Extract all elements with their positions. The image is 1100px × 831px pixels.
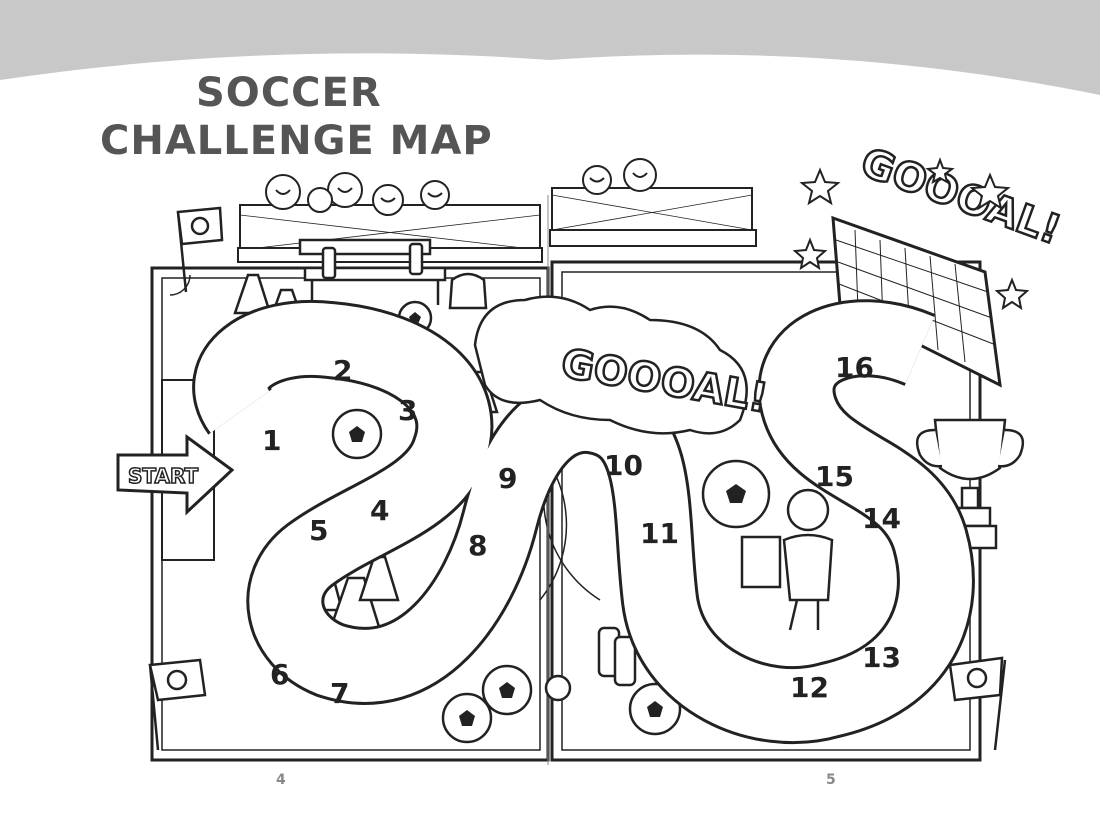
- space-13: 13: [862, 641, 901, 674]
- soccer-goal-icon: [831, 215, 1002, 388]
- goal-burst-cloud: [473, 295, 748, 435]
- star-icon: [792, 157, 1030, 311]
- water-bottle-icon: [597, 626, 637, 687]
- start-arrow: START: [116, 434, 235, 516]
- smiley-flag-icon: [948, 656, 1007, 751]
- page-title-line-1: SOCCER: [196, 70, 382, 116]
- space-9: 9: [498, 462, 517, 495]
- space-10: 10: [604, 449, 643, 482]
- smiley-flag-icon: [176, 206, 224, 293]
- space-5: 5: [309, 514, 328, 547]
- bag-icon: [448, 272, 488, 310]
- coach-figure: [740, 488, 834, 631]
- page-number-left: 4: [276, 772, 286, 788]
- page-title-line-2: CHALLENGE MAP: [100, 118, 493, 164]
- start-label: START: [128, 464, 198, 488]
- clipboard-icon: [740, 535, 782, 589]
- top-band: [0, 0, 1100, 95]
- crowd-fence-right: [549, 158, 757, 247]
- space-8: 8: [468, 529, 487, 562]
- space-16: 16: [835, 351, 874, 384]
- space-4: 4: [370, 494, 389, 527]
- smiley-flag-icon: [148, 658, 207, 751]
- space-7: 7: [330, 677, 349, 710]
- space-15: 15: [815, 460, 854, 493]
- space-6: 6: [270, 658, 289, 691]
- space-12: 12: [790, 671, 829, 704]
- path-numbers: 1 2 3 4 5 6 7 8 9 10 11 12 13 14 15 16: [262, 351, 901, 710]
- space-1: 1: [262, 424, 281, 457]
- space-2: 2: [333, 354, 352, 387]
- space-3: 3: [398, 394, 417, 427]
- space-11: 11: [640, 517, 679, 550]
- space-14: 14: [862, 502, 901, 535]
- board-path-fill: [195, 302, 972, 742]
- bench-icon: [298, 238, 447, 312]
- page-number-right: 5: [826, 772, 836, 788]
